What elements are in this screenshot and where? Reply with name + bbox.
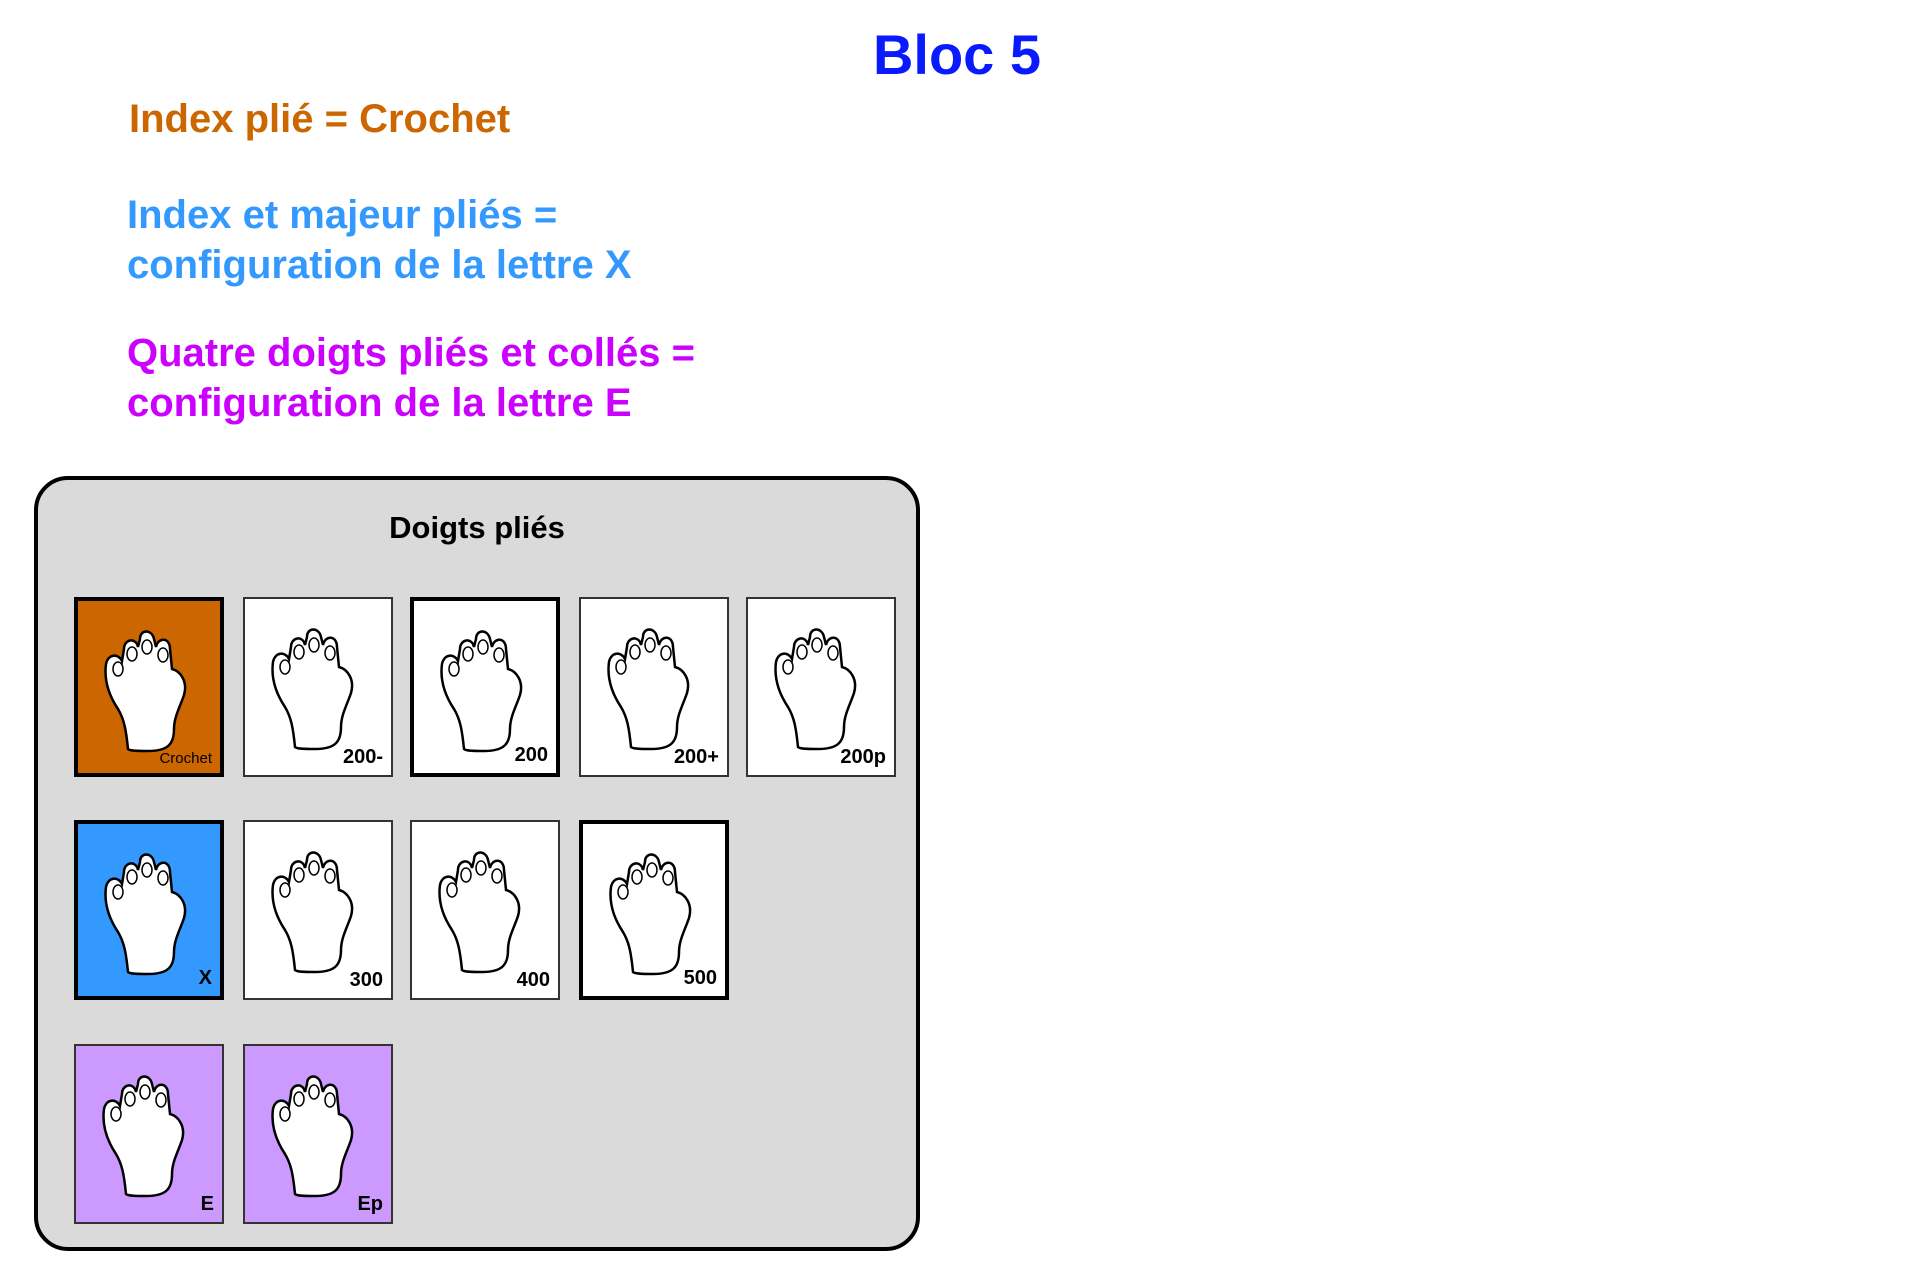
e-definition-line-2: configuration de la lettre E	[127, 381, 632, 425]
page-title: Bloc 5	[872, 23, 1042, 86]
tile-label: 200	[514, 744, 548, 766]
panel-title: Doigts pliés	[389, 510, 565, 545]
handshape-tile-x: X	[74, 820, 224, 1000]
hand-icon	[438, 851, 521, 974]
handshape-tile-e: E	[74, 1044, 224, 1224]
handshape-tile-500: 500	[579, 820, 729, 1000]
hand-icon	[609, 853, 692, 976]
hand-icon	[774, 628, 857, 751]
hand-icon	[102, 1075, 185, 1198]
hand-icon	[440, 630, 523, 753]
tile-label: X	[198, 967, 212, 989]
hand-icon	[271, 1075, 354, 1198]
tile-label: Crochet	[159, 750, 212, 767]
tile-label: 400	[516, 969, 550, 991]
handshape-tile-200-minus: 200-	[243, 597, 393, 777]
x-definition-line-2: configuration de la lettre X	[127, 243, 632, 287]
handshape-tile-200p: 200p	[746, 597, 896, 777]
tile-label: Ep	[357, 1193, 383, 1215]
x-definition: Index et majeur pliés = configuration de…	[127, 190, 632, 290]
tile-label: E	[200, 1193, 214, 1215]
hand-icon	[104, 630, 187, 753]
e-definition-line-1: Quatre doigts pliés et collés =	[127, 331, 695, 375]
handshape-tile-ep: Ep	[243, 1044, 393, 1224]
hand-icon	[607, 628, 690, 751]
hand-icon	[104, 853, 187, 976]
tile-label: 200+	[673, 746, 719, 768]
tile-label: 300	[349, 969, 383, 991]
handshape-tile-200-minus: 200+	[579, 597, 729, 777]
crochet-definition: Index plié = Crochet	[129, 97, 511, 141]
x-definition-line-1: Index et majeur pliés =	[127, 193, 558, 237]
tile-label: 200-	[342, 746, 383, 768]
e-definition: Quatre doigts pliés et collés = configur…	[127, 328, 695, 428]
handshape-tile-200: 200	[410, 597, 560, 777]
handshape-tile-crochet: Crochet	[74, 597, 224, 777]
handshape-tile-300: 300	[243, 820, 393, 1000]
hand-icon	[271, 628, 354, 751]
handshape-tile-400: 400	[410, 820, 560, 1000]
tile-label: 200p	[840, 746, 886, 768]
tile-label: 500	[683, 967, 717, 989]
hand-icon	[271, 851, 354, 974]
